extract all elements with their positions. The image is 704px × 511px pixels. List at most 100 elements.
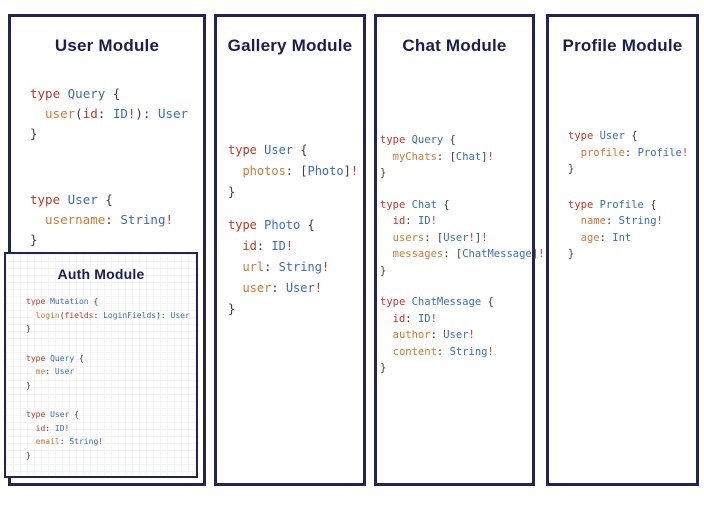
code-token: ID [417,215,431,227]
code-token: ] [343,164,351,178]
code-token: type [30,86,68,101]
code-line: } [568,246,688,263]
code-block: type Mutation { login(fields: LoginField… [26,295,190,336]
code-token: } [568,248,575,260]
code-token: author [380,329,431,341]
code-block: type User { username: String!} [30,190,188,250]
code-token: } [380,362,387,374]
code-line: user(id: ID!): User [30,104,188,124]
code-block: type Query { me: User} [26,352,190,393]
code-line: } [228,299,358,320]
code-token: ! [538,248,545,260]
auth-module-panel: Auth Module type Mutation { login(fields… [4,252,198,478]
code-block: type User { profile: Profile!} [568,128,688,178]
code-token: : [93,310,104,320]
code-token: Profile [599,198,651,211]
code-token: ! [285,239,294,253]
code-token: } [30,232,38,247]
code-block: type Query { myChats: [Chat]!} [380,132,544,182]
code-token: Photo [264,218,308,232]
code-token: ! [681,146,689,159]
code-block: type User { photos: [Photo]!} [228,140,358,203]
code-line: type Query { [30,84,188,104]
code-token: ! [468,329,475,341]
code-token: : [264,260,279,274]
code-block: type Chat { id: ID! users: [User!]! mess… [380,197,544,280]
panel-title: Auth Module [57,266,145,282]
code-line: login(fields: LoginFields): User [26,309,190,323]
code-token: user [228,281,272,295]
code-token: User [157,106,189,121]
code-token: : [405,215,418,227]
code-token: myChats [380,150,437,163]
code-token: Chat [455,150,482,163]
code-block: type ChatMessage { id: ID! author: User!… [380,294,544,377]
code-token: type [26,353,51,363]
code-line: url: String! [228,257,358,278]
code-token: ! [487,345,494,358]
code-token: type [568,130,600,142]
code-line: } [228,182,358,203]
code-token: type [26,410,51,419]
code-token: ! [481,231,488,244]
code-token: user [30,106,76,121]
code-token: } [380,167,387,179]
code-line: } [30,230,188,250]
code-line: id: ID! [380,213,544,230]
code-line: } [26,379,190,393]
code-token: type [380,134,412,146]
code-token: login [26,310,60,320]
code-token: name [568,215,606,227]
code-token: type [30,192,68,207]
code-line: type Photo { [228,215,358,236]
code-token: Profile [637,146,682,159]
code-token: me [26,367,46,376]
code-token: ! [430,312,437,325]
code-line: myChats: [Chat]! [380,149,544,166]
code-token: ! [487,150,494,163]
code-line: type User { [30,190,188,210]
code-line: id: ID! [26,422,190,436]
code-line: } [26,322,190,336]
code-token: [ [455,248,463,260]
panel-title: Chat Module [402,36,507,55]
code-line: type User { [568,128,688,145]
code-token: ): [156,310,171,320]
code-token: : [45,367,55,376]
code-token: { [105,192,113,207]
code-token: ! [127,106,136,121]
code-token: [ [436,231,444,244]
code-token: String [69,437,99,446]
code-line: id: ID! [380,311,544,328]
code-line: content: String! [380,344,544,361]
code-line: } [30,124,188,144]
code-token: ( [75,106,83,121]
code-token: Chat [411,198,444,211]
code-token: { [79,353,84,363]
code-line: } [380,165,544,182]
code-token: ! [656,215,663,227]
profile-module-panel: Profile Module type User { profile: Prof… [546,14,699,486]
code-token: } [26,324,31,333]
code-token: String [618,215,657,227]
code-token: photos [228,164,286,178]
code-line: age: Int [568,230,688,247]
code-token: [ [300,164,308,178]
code-token: User [443,231,469,244]
code-token: User [170,310,190,320]
code-token: } [26,450,31,460]
code-token: { [112,86,121,101]
code-token: LoginFields [103,310,157,320]
code-token: ChatMessage [462,248,532,260]
code-token: ] [531,248,539,260]
code-token: ] [481,150,488,163]
code-line: name: String! [568,213,688,230]
code-line: photos: [Photo]! [228,161,358,182]
code-line: id: ID! [228,236,358,257]
code-token: : [105,212,121,227]
code-token: User [54,367,75,376]
code-token: : [443,248,456,260]
code-token: ID [112,106,128,121]
code-token: : [405,312,418,325]
